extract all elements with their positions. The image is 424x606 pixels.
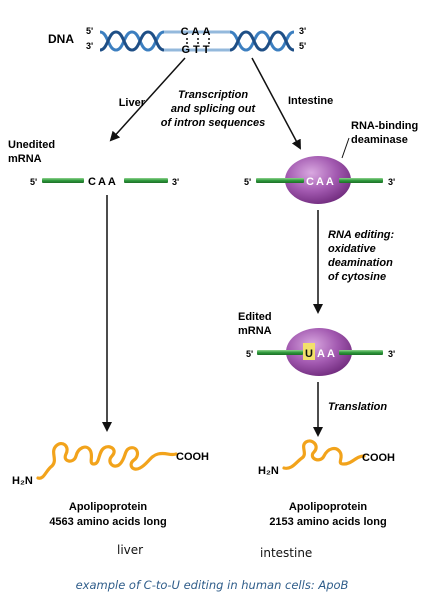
unedited-label-line-1: Unedited	[8, 139, 55, 151]
dna-strand-b	[99, 30, 295, 52]
figure-caption: example of C-to-U editing in human cells…	[75, 578, 349, 592]
intestine-protein-cterm: COOH	[362, 452, 395, 464]
liver-protein-name: Apolipoprotein	[69, 501, 147, 513]
dna-top-five-prime: 5'	[86, 26, 93, 36]
deaminase-three-prime: 3'	[388, 177, 395, 187]
deaminase-rna-left	[256, 178, 304, 183]
editing-line-1: RNA editing:	[328, 229, 395, 241]
transcription-line-2: and splicing out	[171, 103, 257, 115]
dna-center-strands	[164, 30, 230, 52]
deaminase-sequence: CAA	[306, 176, 336, 188]
unedited-label-line-2: mRNA	[8, 153, 42, 165]
editing-line-4: of cytosine	[328, 271, 386, 283]
label-intestine: intestine	[260, 546, 313, 560]
edited-base: U	[305, 348, 313, 360]
edited-five-prime: 5'	[246, 349, 253, 359]
dna-bottom-three-prime: 3'	[86, 41, 93, 51]
label-liver: liver	[117, 543, 144, 557]
liver-protein: H₂N COOH Apolipoprotein 4563 amino acids…	[12, 441, 209, 528]
liver-protein-cterm: COOH	[176, 451, 209, 463]
edited-label-line-2: mRNA	[238, 325, 272, 337]
dna-base-pair-dots	[186, 38, 210, 44]
editing-line-3: deamination	[328, 257, 393, 269]
editing-line-2: oxidative	[328, 243, 376, 255]
dna-strand-a	[99, 30, 295, 52]
unedited-rna-right	[124, 178, 168, 183]
edited-mrna: Edited mRNA 5' U AA 3'	[238, 311, 395, 376]
edited-base-highlight	[303, 343, 315, 360]
intestine-protein-nterm: H₂N	[258, 465, 279, 477]
edited-rna-right	[339, 350, 383, 355]
intestine-protein-chain	[282, 439, 366, 470]
liver-protein-chain	[36, 441, 178, 480]
intestine-branch-label: Intestine	[288, 95, 333, 107]
transcription-label: Transcription and splicing out of intron…	[161, 89, 266, 129]
rna-editing-label: RNA editing: oxidative deamination of cy…	[328, 229, 395, 283]
unedited-mrna: Unedited mRNA 5' CAA 3'	[8, 139, 179, 188]
deaminase-enzyme	[285, 156, 351, 204]
translation-label: Translation	[328, 401, 387, 413]
unedited-rna-left	[42, 178, 84, 183]
deaminase-complex: RNA-binding deaminase 5' CAA 3'	[244, 120, 418, 204]
liver-protein-nterm: H₂N	[12, 475, 33, 487]
transcription-line-3: of intron sequences	[161, 117, 266, 129]
edited-three-prime: 3'	[388, 349, 395, 359]
deaminase-rna-right	[339, 178, 383, 183]
unedited-sequence: CAA	[88, 176, 118, 188]
deaminase-five-prime: 5'	[244, 177, 251, 187]
deaminase-label-line-2: deaminase	[351, 134, 408, 146]
intestine-protein: H₂N COOH Apolipoprotein 2153 amino acids…	[258, 439, 395, 528]
edited-rna-left	[257, 350, 303, 355]
arrow-to-liver	[109, 57, 186, 142]
arrow-to-intestine	[251, 57, 301, 150]
liver-protein-length: 4563 amino acids long	[49, 516, 166, 528]
unedited-five-prime: 5'	[30, 177, 37, 187]
liver-branch-label: Liver	[119, 97, 146, 109]
edited-label-line-1: Edited	[238, 311, 272, 323]
unedited-three-prime: 3'	[172, 177, 179, 187]
deaminase-label-line-1: RNA-binding	[351, 120, 418, 132]
dna-label: DNA	[48, 32, 74, 46]
intestine-protein-name: Apolipoprotein	[289, 501, 367, 513]
dna-bottom-sequence: GTT	[182, 44, 213, 56]
dna-top-three-prime: 3'	[299, 26, 306, 36]
edited-rest-sequence: AA	[317, 348, 337, 360]
edited-enzyme	[286, 328, 352, 376]
transcription-line-1: Transcription	[178, 89, 248, 101]
intestine-protein-length: 2153 amino acids long	[269, 516, 386, 528]
dna-bottom-five-prime: 5'	[299, 41, 306, 51]
dna-top-sequence: CAA	[181, 26, 214, 38]
deaminase-pointer	[341, 137, 350, 159]
dna-helix: DNA 5' 3' CAA GTT 3' 5'	[48, 26, 306, 56]
